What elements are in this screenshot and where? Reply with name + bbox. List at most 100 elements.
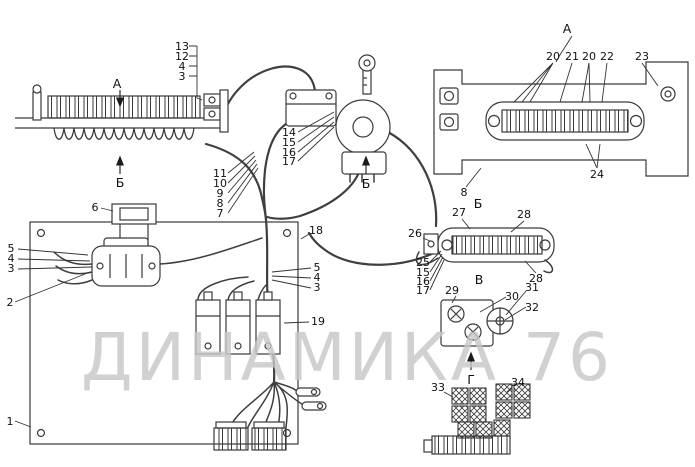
callout-label: 21	[565, 50, 579, 63]
callout-label: 16	[416, 275, 430, 288]
connector-view-label-top: Б	[474, 196, 483, 211]
screw-icon	[208, 96, 216, 104]
fuse-block	[495, 383, 513, 401]
connector-strip	[451, 235, 543, 255]
callout-label: 7	[217, 207, 224, 220]
switch-keyhole	[352, 116, 374, 138]
callout-label: 17	[282, 155, 296, 168]
knob-icon	[447, 305, 465, 323]
relay-19-terminal	[203, 291, 213, 301]
callout-label: 15	[282, 136, 296, 149]
callout-label: 28	[517, 208, 531, 221]
callout-label: 10	[213, 177, 227, 190]
leader-connector-stack	[429, 250, 445, 291]
view-b-arrow-icon	[115, 155, 125, 174]
terminal-block-assembly	[15, 84, 229, 140]
callout-label: 33	[431, 381, 445, 394]
bottom-connector-cap	[215, 421, 247, 429]
callout-label: 5	[8, 242, 15, 255]
connector-view-label-bottom: В	[475, 272, 484, 287]
end-bracket	[219, 89, 229, 133]
relay-19	[255, 299, 281, 355]
leader-bracket-a	[555, 35, 573, 63]
callout-label: 18	[309, 224, 323, 237]
bracket-hole	[660, 86, 676, 102]
callout-label: 6	[92, 201, 99, 214]
leader-switch-left-stack	[227, 151, 259, 214]
bracket-boss	[439, 87, 459, 105]
bracket-boss	[439, 113, 459, 131]
panel-hole	[36, 228, 46, 238]
relay-19-pin	[234, 342, 242, 350]
connector-clip	[423, 233, 439, 255]
bracket-hole-inner	[664, 90, 672, 98]
panel-outline	[29, 221, 299, 445]
callout-label: 30	[505, 290, 519, 303]
bracket-boss-bolt	[443, 116, 455, 128]
callout-label: 29	[445, 284, 459, 297]
fuse-block	[469, 387, 487, 405]
leader-fuses	[443, 386, 513, 398]
view-label-a: А	[113, 76, 122, 91]
callout-label: 8	[217, 197, 224, 210]
ring-lug-hole	[316, 402, 324, 410]
harness-fanout-wires	[229, 381, 289, 428]
bottom-connector	[251, 427, 287, 451]
leader-19	[283, 321, 310, 324]
connector2-right-wire	[159, 237, 263, 265]
relay-19	[195, 299, 221, 355]
callout-leader-lines	[14, 35, 659, 428]
dial-cross	[487, 308, 513, 334]
leader-left-stack	[17, 248, 93, 270]
leader-2	[14, 271, 91, 303]
view-arrows	[115, 90, 476, 370]
terminal-bolt-head	[32, 84, 42, 94]
view-labels: А Б Б А Б В Г	[113, 21, 572, 387]
terminal-strip	[47, 95, 201, 119]
terminal-block-plate	[15, 117, 222, 129]
connector2-ribs	[109, 254, 143, 278]
leader-bracket-top	[513, 62, 659, 103]
leader-connector	[422, 218, 537, 274]
callout-label: 22	[600, 50, 614, 63]
connector-clip-bolt	[427, 240, 435, 248]
callout-label: 5	[314, 261, 321, 274]
relay-wires	[197, 276, 268, 301]
callout-label: 25	[416, 256, 430, 269]
bottom-connector	[213, 427, 249, 451]
callout-label: 2	[7, 296, 14, 309]
gauge-assembly	[440, 299, 514, 347]
relay-item6-cover	[119, 207, 149, 221]
view-g-arrow-icon	[466, 351, 476, 370]
switch-view-arrow-icon	[361, 155, 371, 174]
bracket-terminal-strip	[501, 109, 629, 133]
aux-relay	[285, 89, 337, 127]
connector-end-bolt	[441, 239, 453, 251]
callout-label: 4	[179, 60, 186, 73]
view-label-b: Б	[116, 175, 125, 190]
ignition-switch-assembly	[285, 54, 391, 183]
gauge-view-label: Г	[467, 372, 475, 387]
watermark-text: ДИНАМИКА 76	[81, 319, 613, 396]
callout-label: 13	[175, 40, 189, 53]
leader-24	[585, 143, 601, 169]
callout-label: 24	[590, 168, 604, 181]
fuse-block	[493, 419, 511, 437]
callout-label: 3	[179, 70, 186, 83]
aux-relay-bolt	[325, 92, 333, 100]
fuse-base-tab	[423, 439, 433, 453]
knob-icon	[464, 323, 482, 341]
nut-block	[203, 107, 221, 121]
bottom-connector-cap	[253, 421, 285, 429]
view-a-arrow-icon	[115, 90, 125, 108]
fuse-blocks	[423, 383, 531, 455]
harness-switch-to-connector	[386, 130, 438, 228]
callout-label: 17	[416, 284, 430, 297]
callout-labels: 13 12 4 3 14 15 16 17 11 10 9 8 7 20 21 …	[7, 40, 650, 428]
relay-19-terminal	[263, 291, 273, 301]
screw-block	[203, 93, 221, 107]
callout-label: 3	[8, 262, 15, 275]
callout-label: 20	[546, 50, 560, 63]
connector2-bolt	[148, 262, 156, 270]
